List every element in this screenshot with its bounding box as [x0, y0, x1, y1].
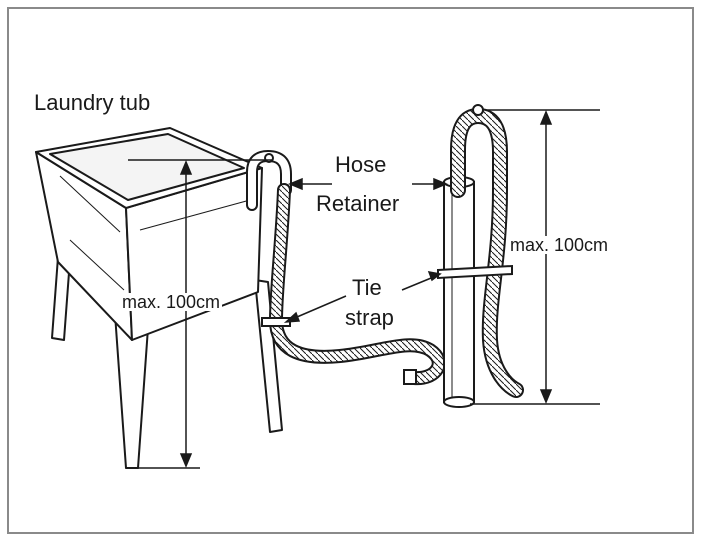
tub-hose [246, 149, 446, 386]
hose-retainer-leaders [288, 177, 448, 191]
laundry-tub-label: Laundry tub [34, 90, 151, 115]
standpipe-bottom [443, 396, 475, 408]
tub-height-dimension [128, 159, 272, 469]
tub-inner [49, 133, 245, 201]
diagram-frame [7, 7, 694, 534]
tub-max-height-label: max. 100cm [120, 292, 223, 312]
tie-strap-label-line1: Tie [352, 275, 382, 300]
standpipe-max-height-label: max. 100cm [508, 235, 611, 255]
standpipe-tube [443, 181, 475, 403]
tie-strap-label-line2: strap [345, 305, 394, 330]
laundry-tub [35, 127, 283, 469]
hose-retainer-label-line1: Hose [335, 152, 387, 177]
standpipe-height-dimension [470, 109, 600, 405]
tie-strap-leaders [283, 271, 442, 323]
hose-retainer-label-line2: Retainer [316, 191, 400, 216]
retainer-loop [472, 104, 484, 116]
standpipe-hose [450, 104, 524, 398]
standpipe [443, 176, 475, 408]
